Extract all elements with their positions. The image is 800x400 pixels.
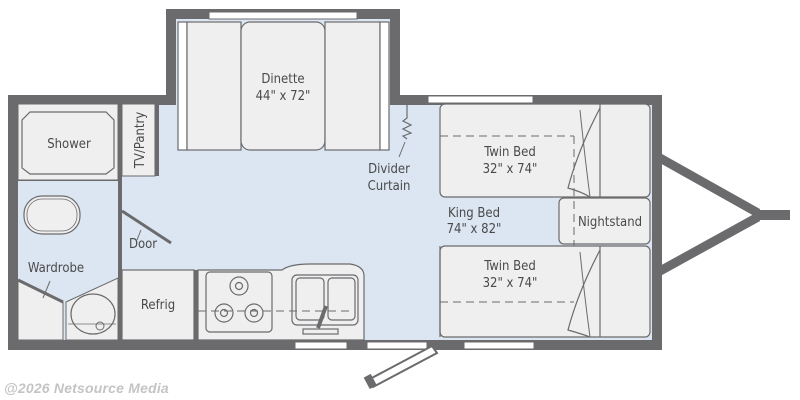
nightstand-label: Nightstand (578, 215, 642, 230)
dinette-size: 44" x 72" (256, 89, 311, 104)
refrigerator: Refrig (121, 269, 198, 341)
dinette: Dinette 44" x 72" (177, 21, 390, 151)
nightstand: Nightstand (558, 197, 651, 245)
watermark: @2026 Netsource Media (4, 380, 169, 396)
bathroom-door: Door (121, 209, 172, 252)
shower-label: Shower (47, 137, 91, 152)
wardrobe-label: Wardrobe (28, 261, 84, 276)
twin-bed-top: Twin Bed 32" x 74" (439, 103, 651, 198)
tv-pantry-label: TV/Pantry (133, 112, 148, 170)
kitchen-sink (291, 274, 359, 335)
toilet (23, 195, 81, 235)
king-bed-label: King Bed (448, 206, 500, 221)
curtain-label: Curtain (368, 179, 411, 194)
entry-door (363, 344, 439, 390)
divider-label: Divider (368, 162, 410, 177)
wardrobe: Wardrobe (17, 261, 84, 341)
windows (208, 11, 535, 350)
twin-bed-top-label: Twin Bed (483, 145, 536, 160)
king-bed-size: 74" x 82" (447, 222, 502, 237)
stove (205, 271, 273, 333)
twin-bed-bottom-label: Twin Bed (483, 259, 536, 274)
dinette-label: Dinette (261, 72, 304, 87)
door-label: Door (129, 237, 157, 252)
king-bed: King Bed 74" x 82" (447, 136, 575, 302)
twin-bed-bottom-size: 32" x 74" (483, 276, 538, 291)
trailer-hitch (657, 154, 790, 275)
bathroom-sink (65, 277, 119, 341)
twin-bed-top-size: 32" x 74" (483, 162, 538, 177)
shower: Shower (17, 103, 119, 181)
twin-bed-bottom: Twin Bed 32" x 74" (439, 245, 651, 338)
tv-pantry: TV/Pantry (121, 103, 159, 177)
refrig-label: Refrig (141, 298, 175, 313)
divider-curtain: Divider Curtain (368, 105, 413, 194)
